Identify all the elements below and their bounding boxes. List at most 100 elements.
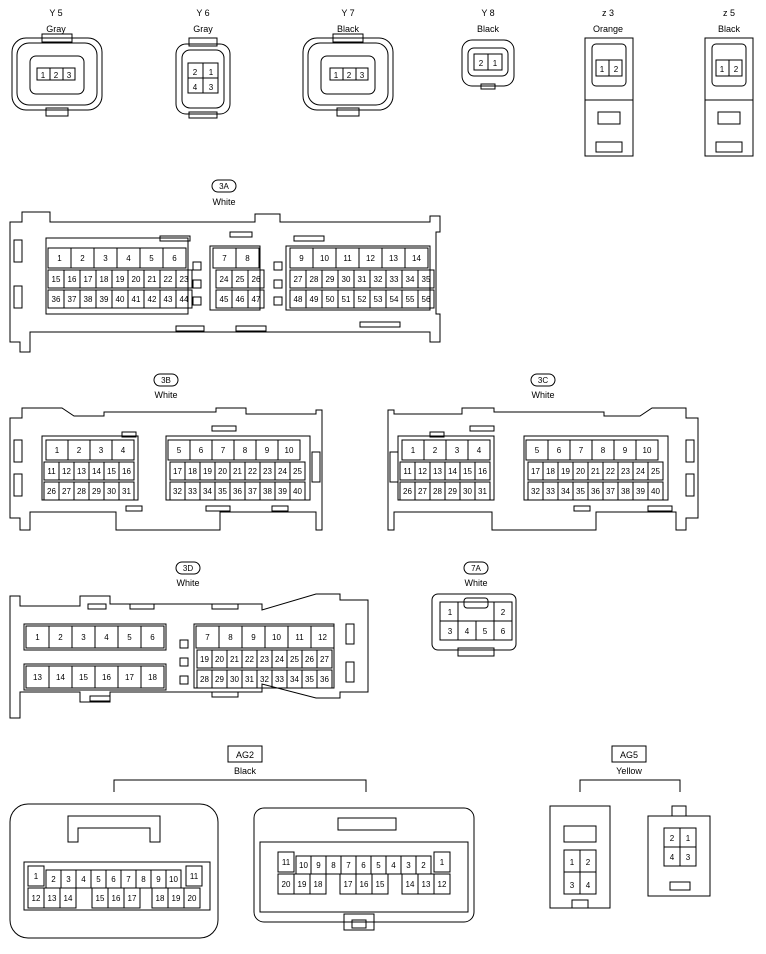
connector-3d-pin: 4 [104, 633, 109, 642]
connector-ag2-right-cell [309, 873, 327, 895]
connector-3c-pin: 26 [403, 487, 412, 496]
connector-ag2-left-cell [27, 865, 45, 887]
connector-3d-code: 3D [183, 564, 193, 573]
connector-3b-pin: 31 [122, 487, 131, 496]
connector-3a-pin: 4 [126, 254, 131, 263]
connector-ag2-left-pin: 10 [169, 875, 178, 884]
connector-3b-pin: 28 [77, 487, 86, 496]
connector-y5-pin: 3 [67, 71, 72, 80]
connector-3a-pin: 18 [100, 275, 109, 284]
connector-ag2-right-pin: 3 [406, 861, 411, 870]
connector-ag2-code: AG2 [236, 750, 254, 760]
connector-3c-pin: 12 [418, 467, 427, 476]
connector-3d-pin: 6 [150, 633, 155, 642]
connector-z3-pin: 2 [614, 65, 619, 74]
connector-ag5-right-pin: 4 [670, 853, 675, 862]
connector-3d-pin: 23 [260, 655, 269, 664]
connector-3b-pin: 18 [188, 467, 197, 476]
connector-3c-code: 3C [538, 376, 548, 385]
connector-3b-pin: 15 [107, 467, 116, 476]
connector-z3-code: z 3 [602, 8, 614, 18]
connector-3c-cell [474, 461, 491, 481]
connector-3a-pin: 13 [389, 254, 398, 263]
connector-y7-color: Black [337, 24, 360, 34]
connector-ag2-left-pin: 11 [190, 872, 199, 881]
connector-3c-pin: 27 [418, 487, 427, 496]
connector-3a-pin: 42 [148, 295, 157, 304]
connector-ag2-left-pin: 7 [126, 875, 131, 884]
connector-3c-pin: 24 [636, 467, 645, 476]
connector-3d-pin: 21 [230, 655, 239, 664]
connector-3b-pin: 11 [47, 467, 56, 476]
connector-3a-pin: 19 [116, 275, 125, 284]
connector-3c-pin: 23 [621, 467, 630, 476]
connector-y7: Y 7 Black 1 2 3 [302, 8, 394, 117]
connector-ag5-left-pin: 1 [570, 858, 575, 867]
connector-ag5-right-pin: 2 [670, 834, 675, 843]
connector-y7-code: Y 7 [341, 8, 354, 18]
connector-3c-pin: 34 [561, 487, 570, 496]
connector-3d-pin: 22 [245, 655, 254, 664]
connector-3b-pin: 17 [173, 467, 182, 476]
connector-3b-cell [111, 439, 135, 461]
connector-3b-pin: 37 [248, 487, 257, 496]
connector-3c-pin: 13 [433, 467, 442, 476]
connector-3a-pin: 47 [252, 295, 261, 304]
connector-ag2-left-pin: 1 [34, 872, 39, 881]
connector-3b-pin: 25 [293, 467, 302, 476]
connector-z3-color: Orange [593, 24, 623, 34]
connector-3b-pin: 21 [233, 467, 242, 476]
connector-3b-color: White [154, 390, 177, 400]
connector-z5-code: z 5 [723, 8, 735, 18]
connector-ag2-right-pin: 18 [314, 880, 323, 889]
connector-3c-pin: 21 [591, 467, 600, 476]
connector-3a-cell [247, 269, 265, 289]
connector-3c-pin: 19 [561, 467, 570, 476]
connector-3c-pin: 33 [546, 487, 555, 496]
connector-3d-pin: 15 [79, 673, 88, 682]
connector-3b-pin: 6 [199, 446, 204, 455]
connector-3a-pin: 52 [358, 295, 367, 304]
connector-ag5-color: Yellow [616, 766, 642, 776]
connector-y5-code: Y 5 [49, 8, 62, 18]
connector-7a: 7A White 1 2 3 4 5 6 [431, 561, 517, 657]
connector-3a-pin: 56 [422, 295, 431, 304]
connector-3d-pin: 27 [320, 655, 329, 664]
connector-y5-color: Gray [46, 24, 66, 34]
connector-ag2-right-pin: 17 [344, 880, 353, 889]
connector-3b-pin: 13 [77, 467, 86, 476]
connector-7a-code: 7A [471, 564, 481, 573]
connector-3a-pin: 7 [222, 254, 227, 263]
connector-ag2-left-cell [185, 865, 203, 887]
connector-3d-pin: 9 [251, 633, 256, 642]
connector-ag2-left-pin: 16 [112, 894, 121, 903]
connector-3c-pin: 3 [455, 446, 460, 455]
connector-3b-pin: 3 [99, 446, 104, 455]
connector-ag2-left-cell [123, 887, 141, 909]
connector-y6: Y 6 Gray 2 1 4 3 [175, 8, 231, 119]
connector-ag2-left-pin: 9 [156, 875, 161, 884]
connector-3b-pin: 14 [92, 467, 101, 476]
connector-ag2-right-pin: 15 [376, 880, 385, 889]
connector-ag2-left-pin: 2 [51, 875, 56, 884]
connector-ag2-color: Black [234, 766, 257, 776]
connector-3b-pin: 40 [293, 487, 302, 496]
connector-3d-cell [310, 625, 335, 649]
connector-3b-pin: 26 [47, 487, 56, 496]
connector-3b-pin: 2 [77, 446, 82, 455]
connector-3a-pin: 33 [390, 275, 399, 284]
connector-3a-pin: 6 [172, 254, 177, 263]
connector-3d-pin: 19 [200, 655, 209, 664]
connector-3d-pin: 17 [125, 673, 134, 682]
connector-3b-pin: 39 [278, 487, 287, 496]
connector-3c-pin: 36 [591, 487, 600, 496]
connector-y7-pin: 3 [360, 71, 365, 80]
connector-3d-pin: 3 [81, 633, 86, 642]
connector-ag2-left-pin: 20 [188, 894, 197, 903]
connector-ag2-right-pin: 16 [360, 880, 369, 889]
connector-3a-pin: 14 [412, 254, 421, 263]
connector-z3: z 3 Orange 1 2 [584, 8, 634, 157]
connector-3c-pin: 37 [606, 487, 615, 496]
connector-3d-cell [316, 669, 333, 689]
connector-3c-pin: 4 [477, 446, 482, 455]
